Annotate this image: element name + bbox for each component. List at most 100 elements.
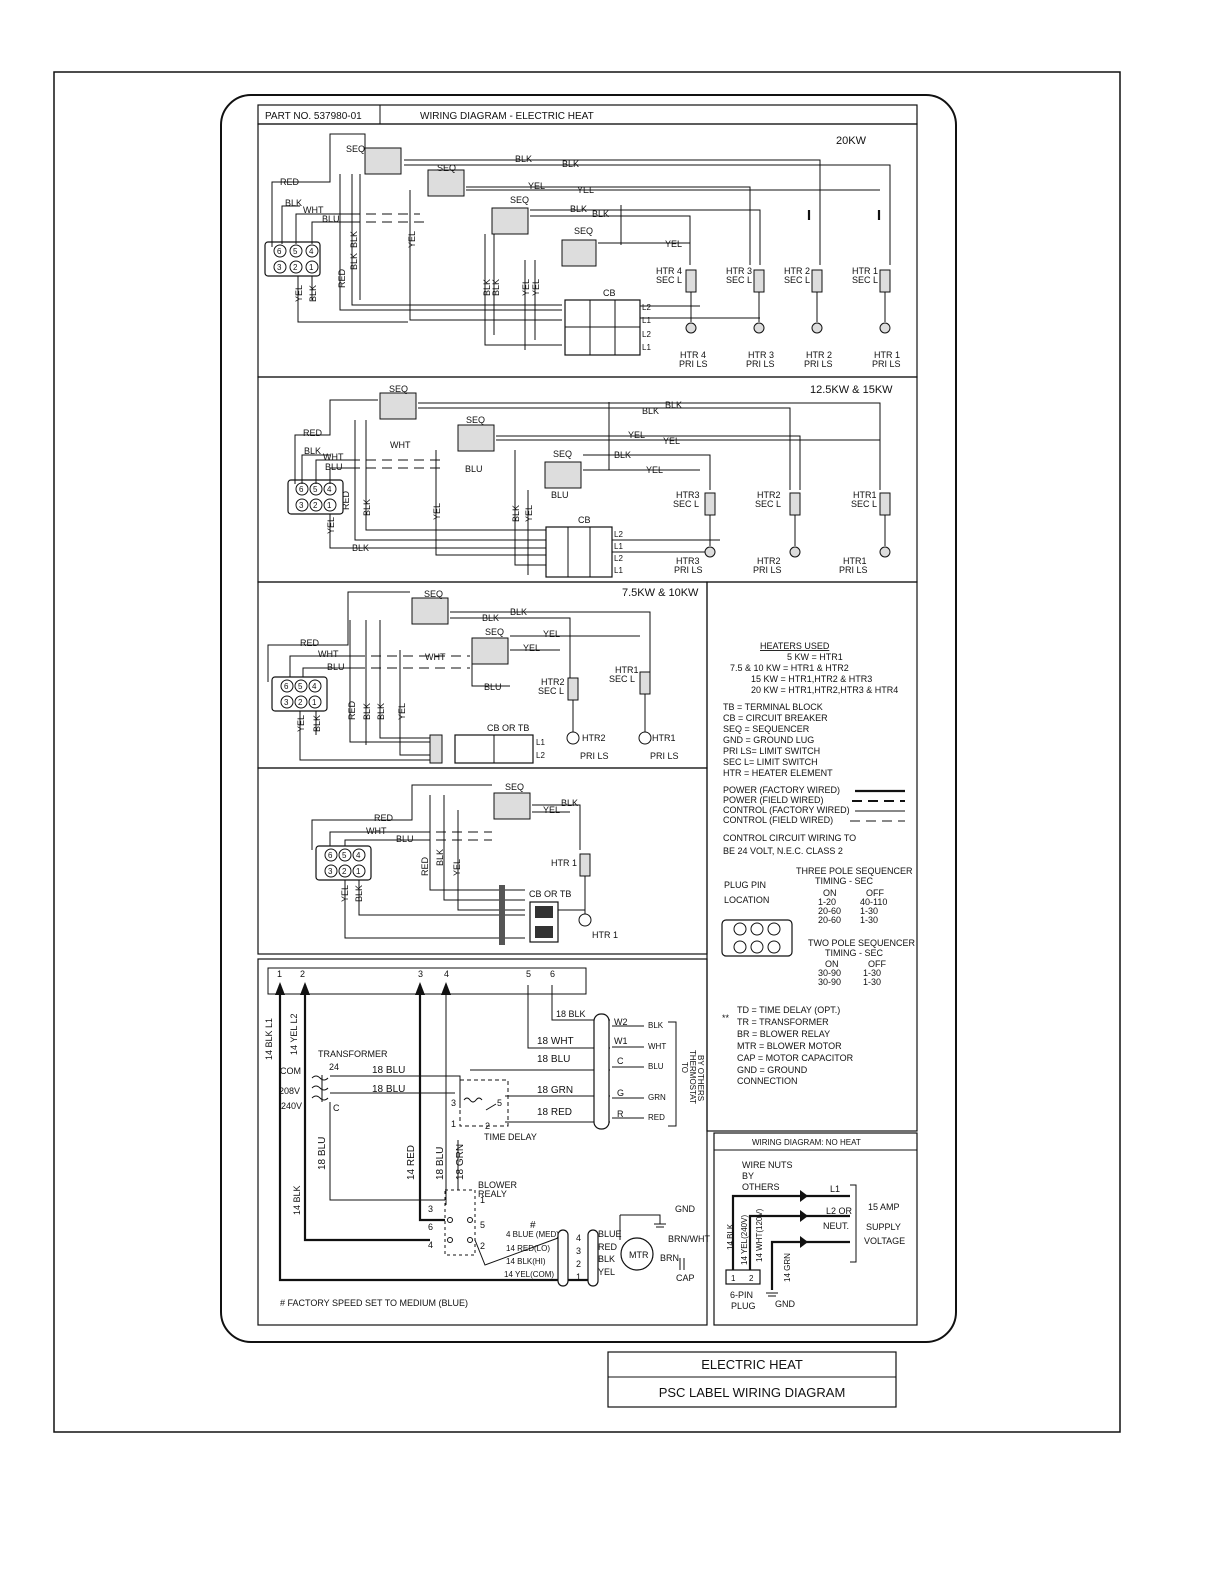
svg-text:BLK: BLK (354, 885, 364, 902)
svg-text:BLOWER: BLOWER (478, 1180, 518, 1190)
svg-text:GND = GROUND: GND = GROUND (737, 1065, 808, 1075)
sequencer-3: SEQ (544, 449, 582, 489)
svg-text:YEL: YEL (452, 859, 462, 876)
svg-text:YEL: YEL (340, 885, 350, 902)
svg-text:RED: RED (347, 700, 357, 720)
svg-text:PRI LS: PRI LS (804, 359, 833, 369)
svg-text:REALY: REALY (478, 1189, 507, 1199)
svg-text:HTR 1: HTR 1 (592, 930, 618, 940)
svg-text:HTR 3: HTR 3 (726, 266, 752, 276)
svg-text:YEL: YEL (628, 430, 645, 440)
svg-text:ON: ON (823, 888, 837, 898)
svg-text:W2: W2 (614, 1017, 628, 1027)
svg-text:BLK: BLK (349, 253, 359, 270)
svg-text:YEL: YEL (521, 279, 531, 296)
svg-text:L1: L1 (830, 1184, 840, 1194)
svg-text:RED: RED (420, 856, 430, 876)
svg-text:14 YEL L2: 14 YEL L2 (289, 1013, 299, 1055)
svg-text:18 BLU: 18 BLU (435, 1147, 446, 1180)
svg-text:HTR1: HTR1 (615, 665, 639, 675)
svg-text:YEL: YEL (528, 181, 545, 191)
svg-text:BLU: BLU (325, 462, 343, 472)
svg-text:TB = TERMINAL BLOCK: TB = TERMINAL BLOCK (723, 702, 823, 712)
svg-text:CONTROL (FACTORY WIRED): CONTROL (FACTORY WIRED) (723, 805, 850, 815)
svg-text:WHT: WHT (425, 652, 446, 662)
sequencer-4: SEQ (561, 226, 597, 267)
svg-text:OTHERS: OTHERS (742, 1182, 780, 1192)
svg-text:BLK: BLK (614, 450, 631, 460)
svg-text:BY: BY (742, 1171, 754, 1181)
svg-text:5 KW = HTR1: 5 KW = HTR1 (787, 652, 843, 662)
sequencer: SEQ (493, 782, 531, 820)
svg-text:RED: RED (648, 1113, 665, 1122)
svg-text:2: 2 (480, 1241, 485, 1251)
svg-text:YEL: YEL (577, 185, 594, 195)
svg-text:HTR 2: HTR 2 (784, 266, 810, 276)
svg-text:1: 1 (356, 867, 361, 876)
svg-text:BLK: BLK (562, 159, 579, 169)
svg-text:WHT: WHT (648, 1042, 666, 1051)
svg-text:RED: RED (341, 490, 351, 510)
svg-text:PRI LS: PRI LS (746, 359, 775, 369)
svg-text:18 BLU: 18 BLU (537, 1054, 570, 1065)
svg-text:YEL: YEL (598, 1267, 615, 1277)
svg-text:240V: 240V (281, 1101, 302, 1111)
svg-text:POWER (FIELD WIRED): POWER (FIELD WIRED) (723, 795, 824, 805)
svg-text:HTR 4: HTR 4 (656, 266, 682, 276)
svg-text:L2: L2 (642, 330, 651, 339)
svg-text:HTR 3: HTR 3 (748, 350, 774, 360)
svg-text:18 GRN: 18 GRN (455, 1144, 466, 1180)
svg-text:HTR2: HTR2 (582, 733, 606, 743)
svg-text:24: 24 (329, 1062, 339, 1072)
svg-text:WHT: WHT (366, 826, 387, 836)
svg-text:2: 2 (298, 698, 303, 707)
svg-text:3: 3 (418, 969, 423, 979)
svg-text:5: 5 (526, 969, 531, 979)
svg-text:BLK: BLK (349, 231, 359, 248)
svg-text:3: 3 (451, 1098, 456, 1108)
svg-text:SEC L: SEC L (852, 275, 878, 285)
svg-text:15 KW = HTR1,HTR2 & HTR3: 15 KW = HTR1,HTR2 & HTR3 (751, 674, 872, 684)
panel-20kw-title: 20KW (836, 135, 867, 147)
factory-speed-note: # FACTORY SPEED SET TO MEDIUM (BLUE) (280, 1298, 468, 1308)
svg-text:14 BLK L1: 14 BLK L1 (264, 1018, 274, 1060)
svg-text:20-60: 20-60 (818, 915, 841, 925)
svg-text:2: 2 (485, 1121, 490, 1131)
svg-text:OFF: OFF (866, 888, 884, 898)
svg-text:5: 5 (313, 485, 318, 494)
svg-text:CB: CB (578, 515, 591, 525)
svg-text:1: 1 (327, 501, 332, 510)
svg-text:CB = CIRCUIT BREAKER: CB = CIRCUIT BREAKER (723, 713, 828, 723)
svg-text:BLK: BLK (598, 1254, 615, 1264)
svg-text:BLK: BLK (304, 446, 321, 456)
svg-text:HTR 2: HTR 2 (806, 350, 832, 360)
svg-text:HTR 1: HTR 1 (551, 858, 577, 868)
svg-text:7.5 & 10 KW = HTR1 & HTR2: 7.5 & 10 KW = HTR1 & HTR2 (730, 663, 849, 673)
svg-text:SEC L: SEC L (656, 275, 682, 285)
svg-text:6: 6 (428, 1222, 433, 1232)
svg-text:14 GRN: 14 GRN (783, 1253, 792, 1282)
svg-text:CONTROL (FIELD WIRED): CONTROL (FIELD WIRED) (723, 815, 833, 825)
svg-text:#: # (530, 1220, 536, 1231)
svg-text:PRI LS: PRI LS (580, 751, 609, 761)
svg-text:YEL: YEL (543, 805, 560, 815)
svg-text:4: 4 (428, 1240, 433, 1250)
svg-text:BLU: BLU (322, 214, 340, 224)
svg-text:L1: L1 (642, 316, 651, 325)
panel-10kw-title: 7.5KW & 10KW (622, 587, 699, 599)
svg-text:SEQ: SEQ (466, 415, 485, 425)
svg-text:2: 2 (576, 1259, 581, 1269)
svg-text:TRANSFORMER: TRANSFORMER (318, 1049, 388, 1059)
blower-motor: MTR BRN/WHT BRN CAP GND (619, 1204, 710, 1283)
svg-text:R: R (617, 1109, 624, 1119)
svg-text:BLK: BLK (510, 607, 527, 617)
svg-text:RED: RED (300, 638, 320, 648)
svg-text:LOCATION: LOCATION (724, 895, 769, 905)
